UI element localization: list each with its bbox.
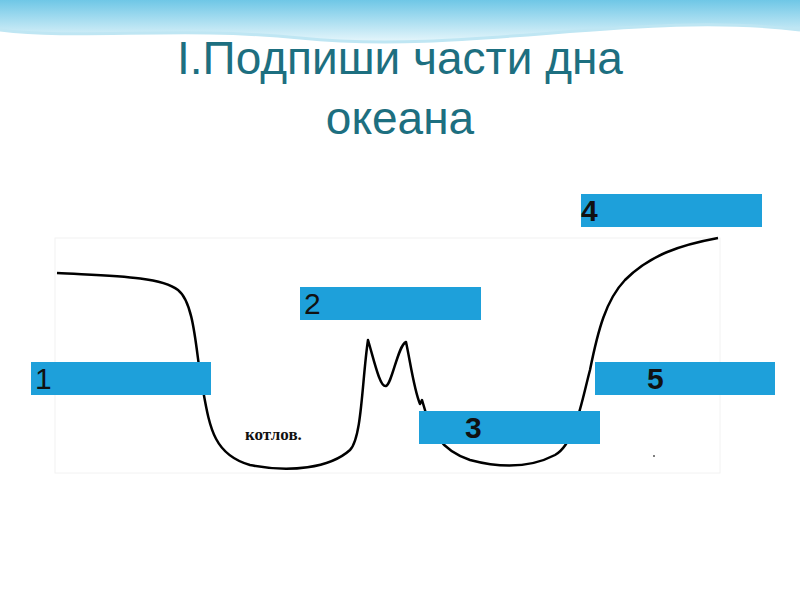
answer-box: 3 — [419, 411, 600, 444]
drawing-area — [55, 238, 720, 473]
dot — [653, 455, 655, 457]
callout-number: 5 — [647, 362, 775, 395]
answer-box: 4 — [581, 194, 762, 227]
answer-box: 1 — [31, 362, 211, 395]
ocean-floor-profile — [57, 238, 718, 469]
callout-number: 3 — [465, 411, 600, 444]
part-label: котлов. — [245, 425, 302, 445]
answer-box: 5 — [595, 362, 775, 395]
callout-number: 4 — [581, 194, 762, 227]
answer-box: 2 — [300, 287, 481, 320]
callout-number: 1 — [35, 362, 211, 395]
callout-number: 2 — [304, 287, 481, 320]
slide-title: I.Подпиши части дна океана — [120, 28, 680, 148]
